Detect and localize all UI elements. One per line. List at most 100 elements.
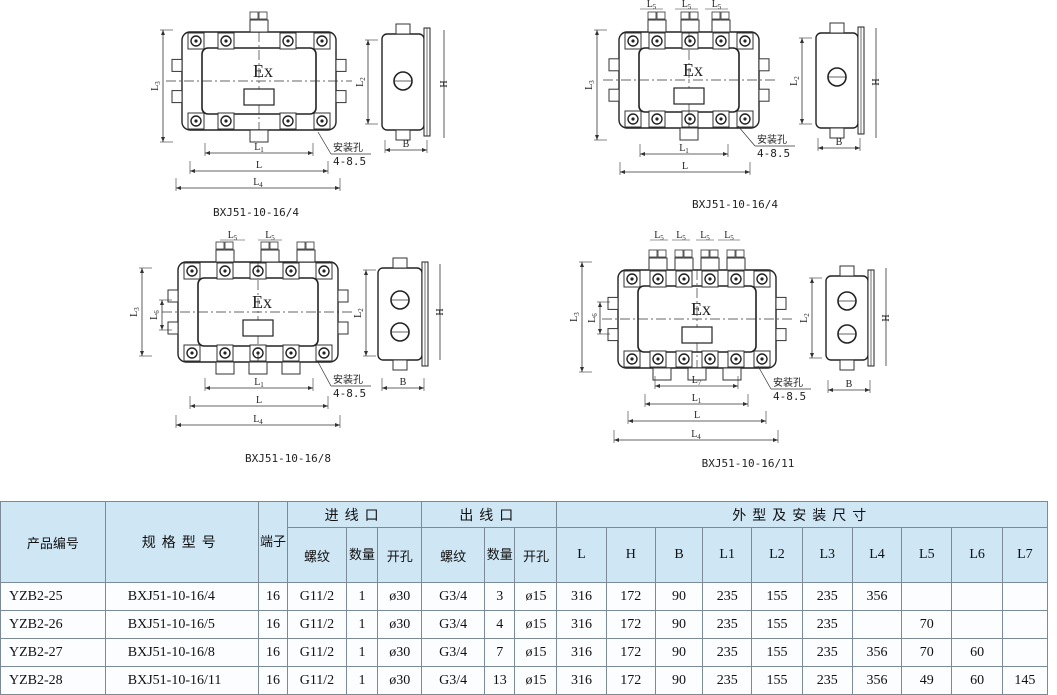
cell-L7 — [1001, 638, 1049, 667]
leader-line — [737, 125, 756, 147]
terminal-row — [249, 11, 268, 20]
side-gland — [335, 90, 347, 104]
nameplate — [673, 87, 705, 105]
dimension-label: H — [439, 80, 450, 87]
cell-B: 90 — [654, 610, 704, 639]
cell-terminals: 16 — [257, 582, 289, 611]
cell-L7 — [1001, 610, 1049, 639]
cell-L1: 235 — [702, 666, 753, 695]
cell-out-thread: G3/4 — [421, 610, 486, 639]
screw-center — [194, 119, 198, 123]
screw-center — [734, 277, 738, 281]
dimension-label: L — [256, 160, 262, 171]
cell-in-thread: G11/2 — [287, 666, 347, 695]
header-in-hole: 开孔 — [377, 527, 423, 583]
cell-L: 316 — [556, 638, 607, 667]
cell-out-thread: G3/4 — [421, 666, 486, 695]
arrow-icon — [335, 423, 340, 427]
cell-L3: 235 — [801, 610, 853, 639]
dimension-label: H — [435, 308, 446, 315]
cell-L3: 235 — [801, 582, 853, 611]
screw-center — [320, 39, 324, 43]
dimension-label: L6 — [149, 310, 161, 320]
arrow-icon — [745, 170, 750, 174]
side-view-gland — [395, 23, 411, 35]
dimension-label: L2 — [353, 308, 365, 318]
side-gland — [337, 321, 349, 335]
header-L1: L1 — [702, 527, 753, 583]
header-out-qty: 数量 — [484, 527, 516, 583]
screw-center — [223, 351, 227, 355]
cell-L3: 235 — [801, 666, 853, 695]
header-L6: L6 — [951, 527, 1003, 583]
dimension-label: L5 — [712, 0, 722, 11]
cable-entry — [248, 361, 268, 375]
cell-out-hole: ø15 — [514, 582, 558, 611]
screw-center — [289, 351, 293, 355]
side-view-gland — [829, 127, 845, 139]
cell-L5: 70 — [901, 610, 953, 639]
dimension-label: L3 — [150, 81, 162, 91]
screw-center — [190, 269, 194, 273]
arrow-icon — [761, 419, 766, 423]
arrow-icon — [580, 367, 584, 372]
dimension-label: L1 — [254, 377, 264, 389]
arrow-icon — [855, 146, 860, 150]
gland-nut — [720, 11, 730, 20]
arrow-icon — [382, 386, 387, 390]
side-gland — [758, 88, 770, 102]
screw-center — [719, 117, 723, 121]
arrow-icon — [366, 40, 370, 45]
terminal-row — [711, 11, 730, 20]
gland-nut — [689, 11, 699, 20]
arrow-icon — [205, 151, 210, 155]
arrow-icon — [733, 384, 738, 388]
cable-entry — [260, 249, 280, 263]
header-terminals: 端子 — [257, 501, 289, 583]
screw-center — [194, 39, 198, 43]
side-view-gland — [395, 129, 411, 141]
cell-L: 316 — [556, 610, 607, 639]
cell-out-hole: ø15 — [514, 610, 558, 639]
dimension-label: B — [403, 139, 410, 150]
gland-nut — [296, 241, 306, 250]
dimension-label: L5 — [228, 230, 238, 242]
dimension-label: L2 — [789, 76, 801, 86]
header-dims: 外型及安装尺寸 — [556, 501, 1048, 528]
dimension-label: L5 — [676, 230, 686, 242]
arrow-icon — [645, 402, 650, 406]
header-L3: L3 — [801, 527, 853, 583]
dimension-label: H — [881, 314, 892, 321]
cell-B: 90 — [654, 582, 704, 611]
cell-L2: 155 — [751, 582, 803, 611]
arrow-icon — [620, 170, 625, 174]
arrow-icon — [595, 30, 599, 35]
terminal-row — [648, 249, 667, 258]
arrow-icon — [176, 423, 181, 427]
cell-L1: 235 — [702, 582, 753, 611]
nameplate — [242, 319, 274, 337]
arrow-icon — [800, 38, 804, 43]
cell-in-qty: 1 — [345, 666, 379, 695]
arrow-icon — [161, 137, 165, 142]
side-view-gland — [839, 265, 855, 277]
cell-out-qty: 13 — [484, 666, 516, 695]
drawing-caption: BXJ51-10-16/4 — [692, 198, 778, 211]
cell-H: 172 — [605, 610, 656, 639]
dimension-label: L5 — [724, 230, 734, 242]
header-in-qty: 数量 — [345, 527, 379, 583]
header-L2: L2 — [751, 527, 803, 583]
screw-center — [760, 357, 764, 361]
dimension-label: L4 — [253, 177, 263, 189]
cell-out-thread: G3/4 — [421, 638, 486, 667]
header-H: H — [605, 527, 656, 583]
dimension-label: L2 — [799, 313, 811, 323]
header-out-thread: 螺纹 — [421, 527, 486, 583]
cable-entry — [647, 19, 667, 33]
cell-in-qty: 1 — [345, 610, 379, 639]
cable-entry — [674, 257, 694, 271]
screw-center — [656, 277, 660, 281]
cell-code: YZB2-27 — [0, 638, 106, 667]
leader-line — [317, 131, 332, 155]
